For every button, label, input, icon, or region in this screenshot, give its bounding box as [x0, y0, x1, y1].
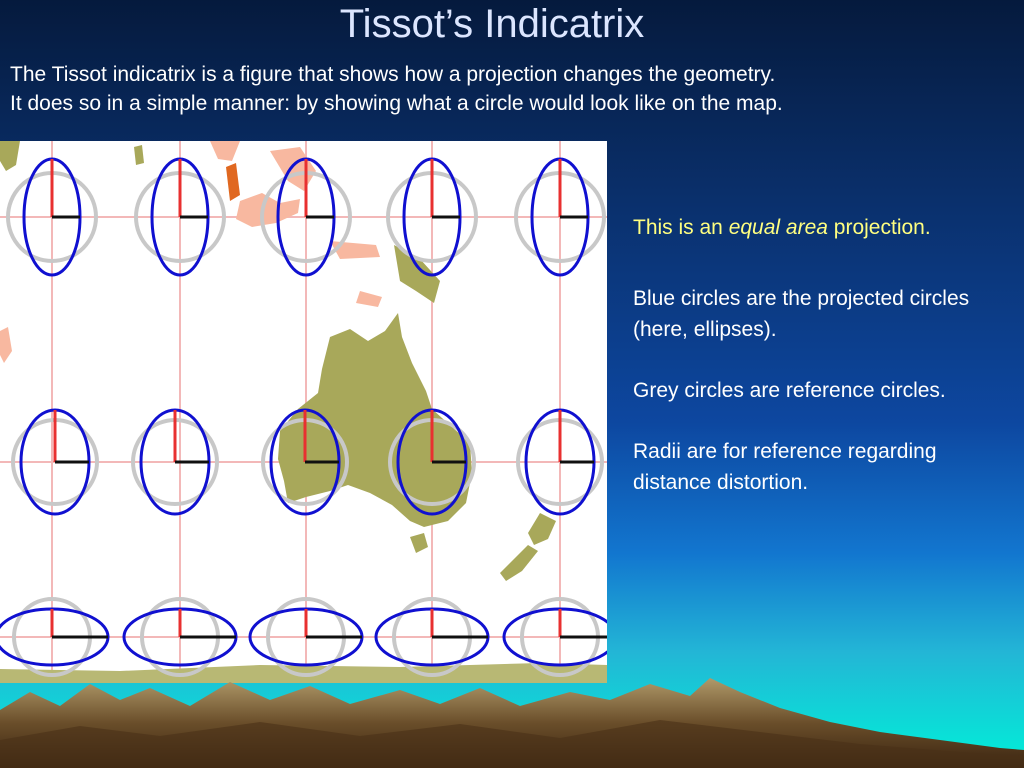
- intro-line-1: The Tissot indicatrix is a figure that s…: [10, 63, 776, 86]
- new-guinea: [394, 245, 440, 303]
- indicatrix: [0, 597, 110, 677]
- island-chain-7: [356, 291, 382, 307]
- island-chain-8: [134, 145, 144, 165]
- tissot-indicatrices: [0, 157, 607, 677]
- island-chain-6: [0, 327, 12, 363]
- intro-line-2: It does so in a simple manner: by showin…: [10, 92, 783, 115]
- slide-title: Tissot’s Indicatrix: [339, 2, 645, 46]
- indicatrix: [11, 408, 99, 516]
- equal-area-suffix: projection.: [827, 216, 931, 239]
- indicatrix: [516, 408, 604, 516]
- indicatrix: [134, 157, 226, 277]
- tasmania: [410, 533, 428, 553]
- new-zealand-south: [500, 545, 538, 581]
- new-zealand-north: [528, 513, 556, 545]
- island-chain-4: [210, 141, 240, 161]
- equal-area-emphasis: equal area: [728, 216, 828, 239]
- equal-area-prefix: This is an: [633, 216, 729, 239]
- intro-text: The Tissot indicatrix is a figure that s…: [10, 60, 1010, 118]
- island-chain-1: [236, 193, 300, 227]
- mountain-range-decoration: [0, 678, 1024, 768]
- indicatrix: [122, 597, 238, 677]
- australia-landmass: [278, 313, 472, 527]
- indicatrix: [248, 597, 364, 677]
- grey-circles-note: Grey circles are reference circles.: [633, 379, 946, 402]
- indicatrix: [260, 157, 352, 277]
- equal-area-note: This is an equal area projection.: [633, 212, 1013, 243]
- island-chain-3: [330, 241, 380, 259]
- indicatrix: [386, 157, 478, 277]
- radii-note: Radii are for reference regarding distan…: [633, 440, 937, 494]
- indicatrix: [261, 408, 349, 516]
- indicatrix: [388, 408, 476, 516]
- indicatrix: [6, 157, 98, 277]
- indicatrix: [374, 597, 490, 677]
- island-chain-5: [226, 163, 240, 201]
- tissot-map-figure: [0, 141, 607, 683]
- land-masses: [0, 141, 607, 683]
- blue-circles-note: Blue circles are the projected circles (…: [633, 287, 970, 341]
- northern-landmass: [0, 141, 20, 171]
- indicatrix: [514, 157, 606, 277]
- tissot-map: [0, 141, 607, 683]
- indicatrix: [502, 597, 607, 677]
- indicatrix: [131, 408, 219, 516]
- explanation-notes: This is an equal area projection. Blue c…: [633, 212, 1013, 498]
